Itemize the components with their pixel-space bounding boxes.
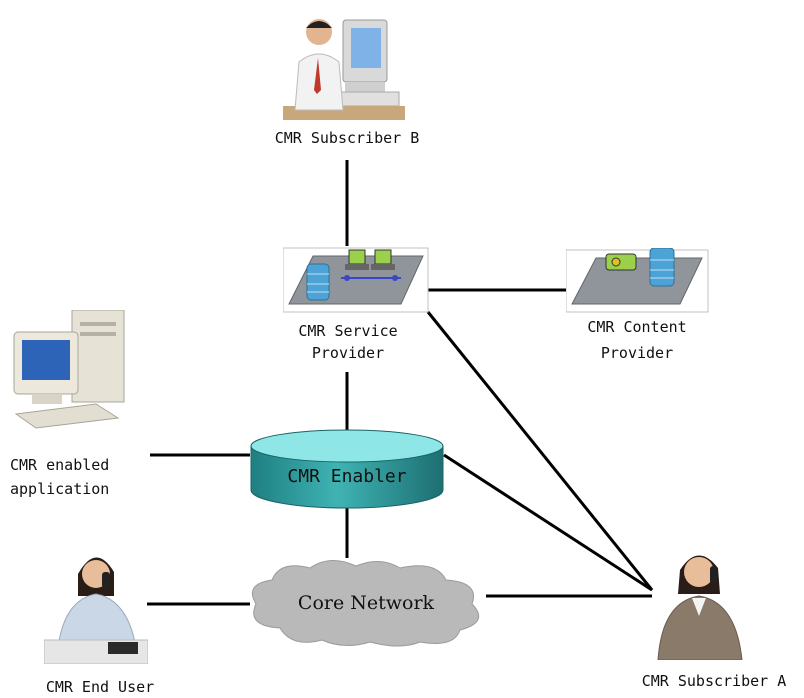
content-platform-icon — [565, 247, 709, 313]
subscriber-a-node — [652, 540, 746, 661]
link-service-provider-to-subscriber-a — [426, 311, 654, 591]
cloud-icon — [252, 560, 480, 647]
link-enabler-to-subscriber-a — [443, 453, 653, 592]
enabled-application-label-line2: application — [10, 480, 110, 498]
service-provider-label-line2: Provider — [311, 344, 385, 362]
enabler-cylinder-icon — [250, 429, 444, 509]
core-network-label: Core Network — [297, 592, 435, 614]
content-provider-label-line1: CMR Content — [587, 318, 687, 336]
content-provider-node — [565, 247, 709, 314]
woman-on-phone-icon — [43, 557, 149, 665]
subscriber-b-node — [283, 10, 405, 120]
enabled-application-label-line1: CMR enabled — [10, 456, 110, 474]
subscriber-a-label: CMR Subscriber A — [641, 672, 787, 690]
service-provider-node — [282, 246, 429, 314]
subscriber-b-label: CMR Subscriber B — [274, 129, 420, 147]
woman-with-phone-icon — [657, 555, 743, 661]
enabler-node — [249, 428, 445, 512]
core-network-node — [240, 556, 492, 650]
end-user-label: CMR End User — [45, 678, 155, 696]
person-at-computer-icon — [283, 19, 405, 120]
enabled-application-node — [10, 309, 128, 430]
server-platform-icon — [282, 247, 429, 313]
content-provider-label-line2: Provider — [600, 344, 674, 362]
enabler-label: CMR Enabler — [287, 466, 407, 487]
desktop-computer-icon — [13, 309, 125, 429]
end-user-node — [43, 544, 149, 665]
service-provider-label-line1: CMR Service — [298, 322, 398, 340]
